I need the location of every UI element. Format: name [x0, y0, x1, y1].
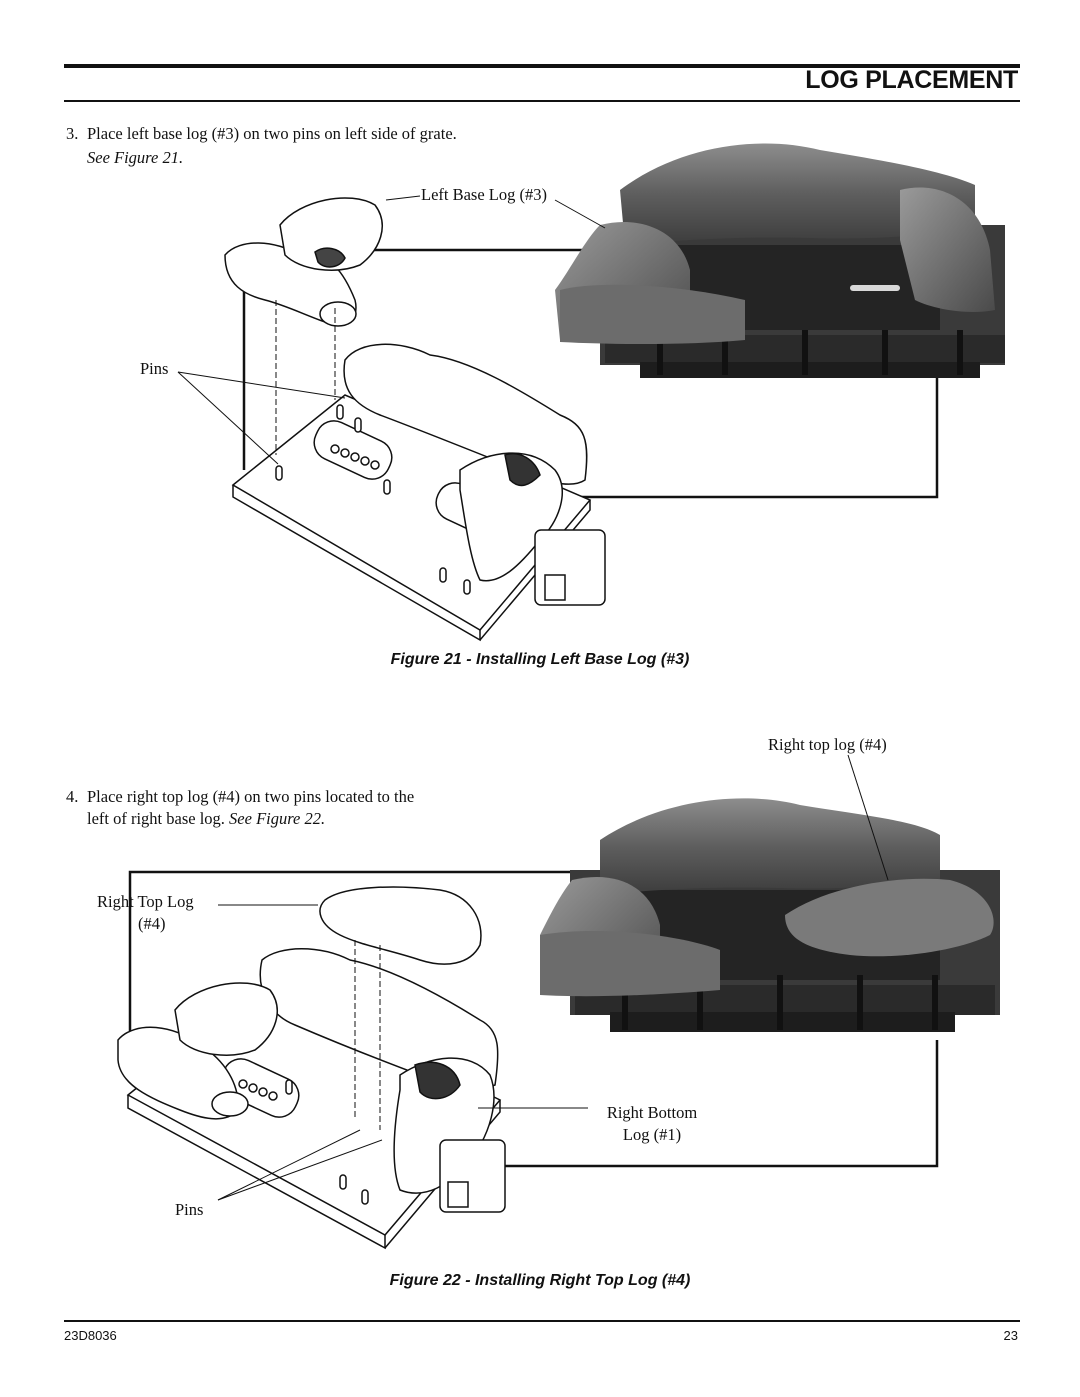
step-4-line-2: left of right base log. See Figure 22.	[87, 809, 326, 828]
header-bottom-rule	[64, 100, 1020, 102]
page-title: LOG PLACEMENT	[805, 66, 1018, 94]
figure-21-drawing	[224, 197, 606, 642]
footer-rule	[64, 1320, 1020, 1322]
callout-pins-fig22: Pins	[175, 1200, 204, 1219]
callout-right-top-log-line-1: Right Top Log	[97, 892, 194, 911]
callout-right-bottom-line-2: Log (#1)	[622, 1125, 682, 1144]
callout-pins-fig21: Pins	[140, 359, 169, 378]
step-3-number: 3.	[66, 124, 79, 143]
figure-22-frame	[128, 870, 939, 1168]
figure-21-photo	[555, 143, 1005, 378]
callout-right-top-log-photo: Right top log (#4)	[768, 735, 887, 754]
step-4-number: 4.	[66, 787, 79, 806]
figure-22-leaders	[217, 754, 889, 1201]
callout-right-bottom-line-1: Right Bottom	[606, 1103, 698, 1122]
step-4-line-1: Place right top log (#4) on two pins loc…	[87, 787, 415, 806]
callout-left-base-log: Left Base Log (#3)	[421, 185, 547, 204]
step-3-see-figure: See Figure 21.	[87, 148, 184, 167]
figure-21-caption: Figure 21 - Installing Left Base Log (#3…	[390, 651, 690, 668]
figure-21-leaders	[177, 195, 606, 465]
step-3-text: Place left base log (#3) on two pins on …	[87, 124, 457, 143]
figure-22-drawing	[117, 886, 506, 1250]
figure-22-photo	[540, 798, 1000, 1032]
step-4-see-figure: See Figure 22.	[229, 809, 326, 828]
header-top-rule	[64, 64, 1020, 68]
figure-22-caption: Figure 22 - Installing Right Top Log (#4…	[389, 1272, 691, 1289]
doc-number: 23D8036	[64, 1328, 117, 1343]
page-number: 23	[1003, 1328, 1018, 1343]
callout-right-top-log-line-2: (#4)	[138, 914, 166, 933]
